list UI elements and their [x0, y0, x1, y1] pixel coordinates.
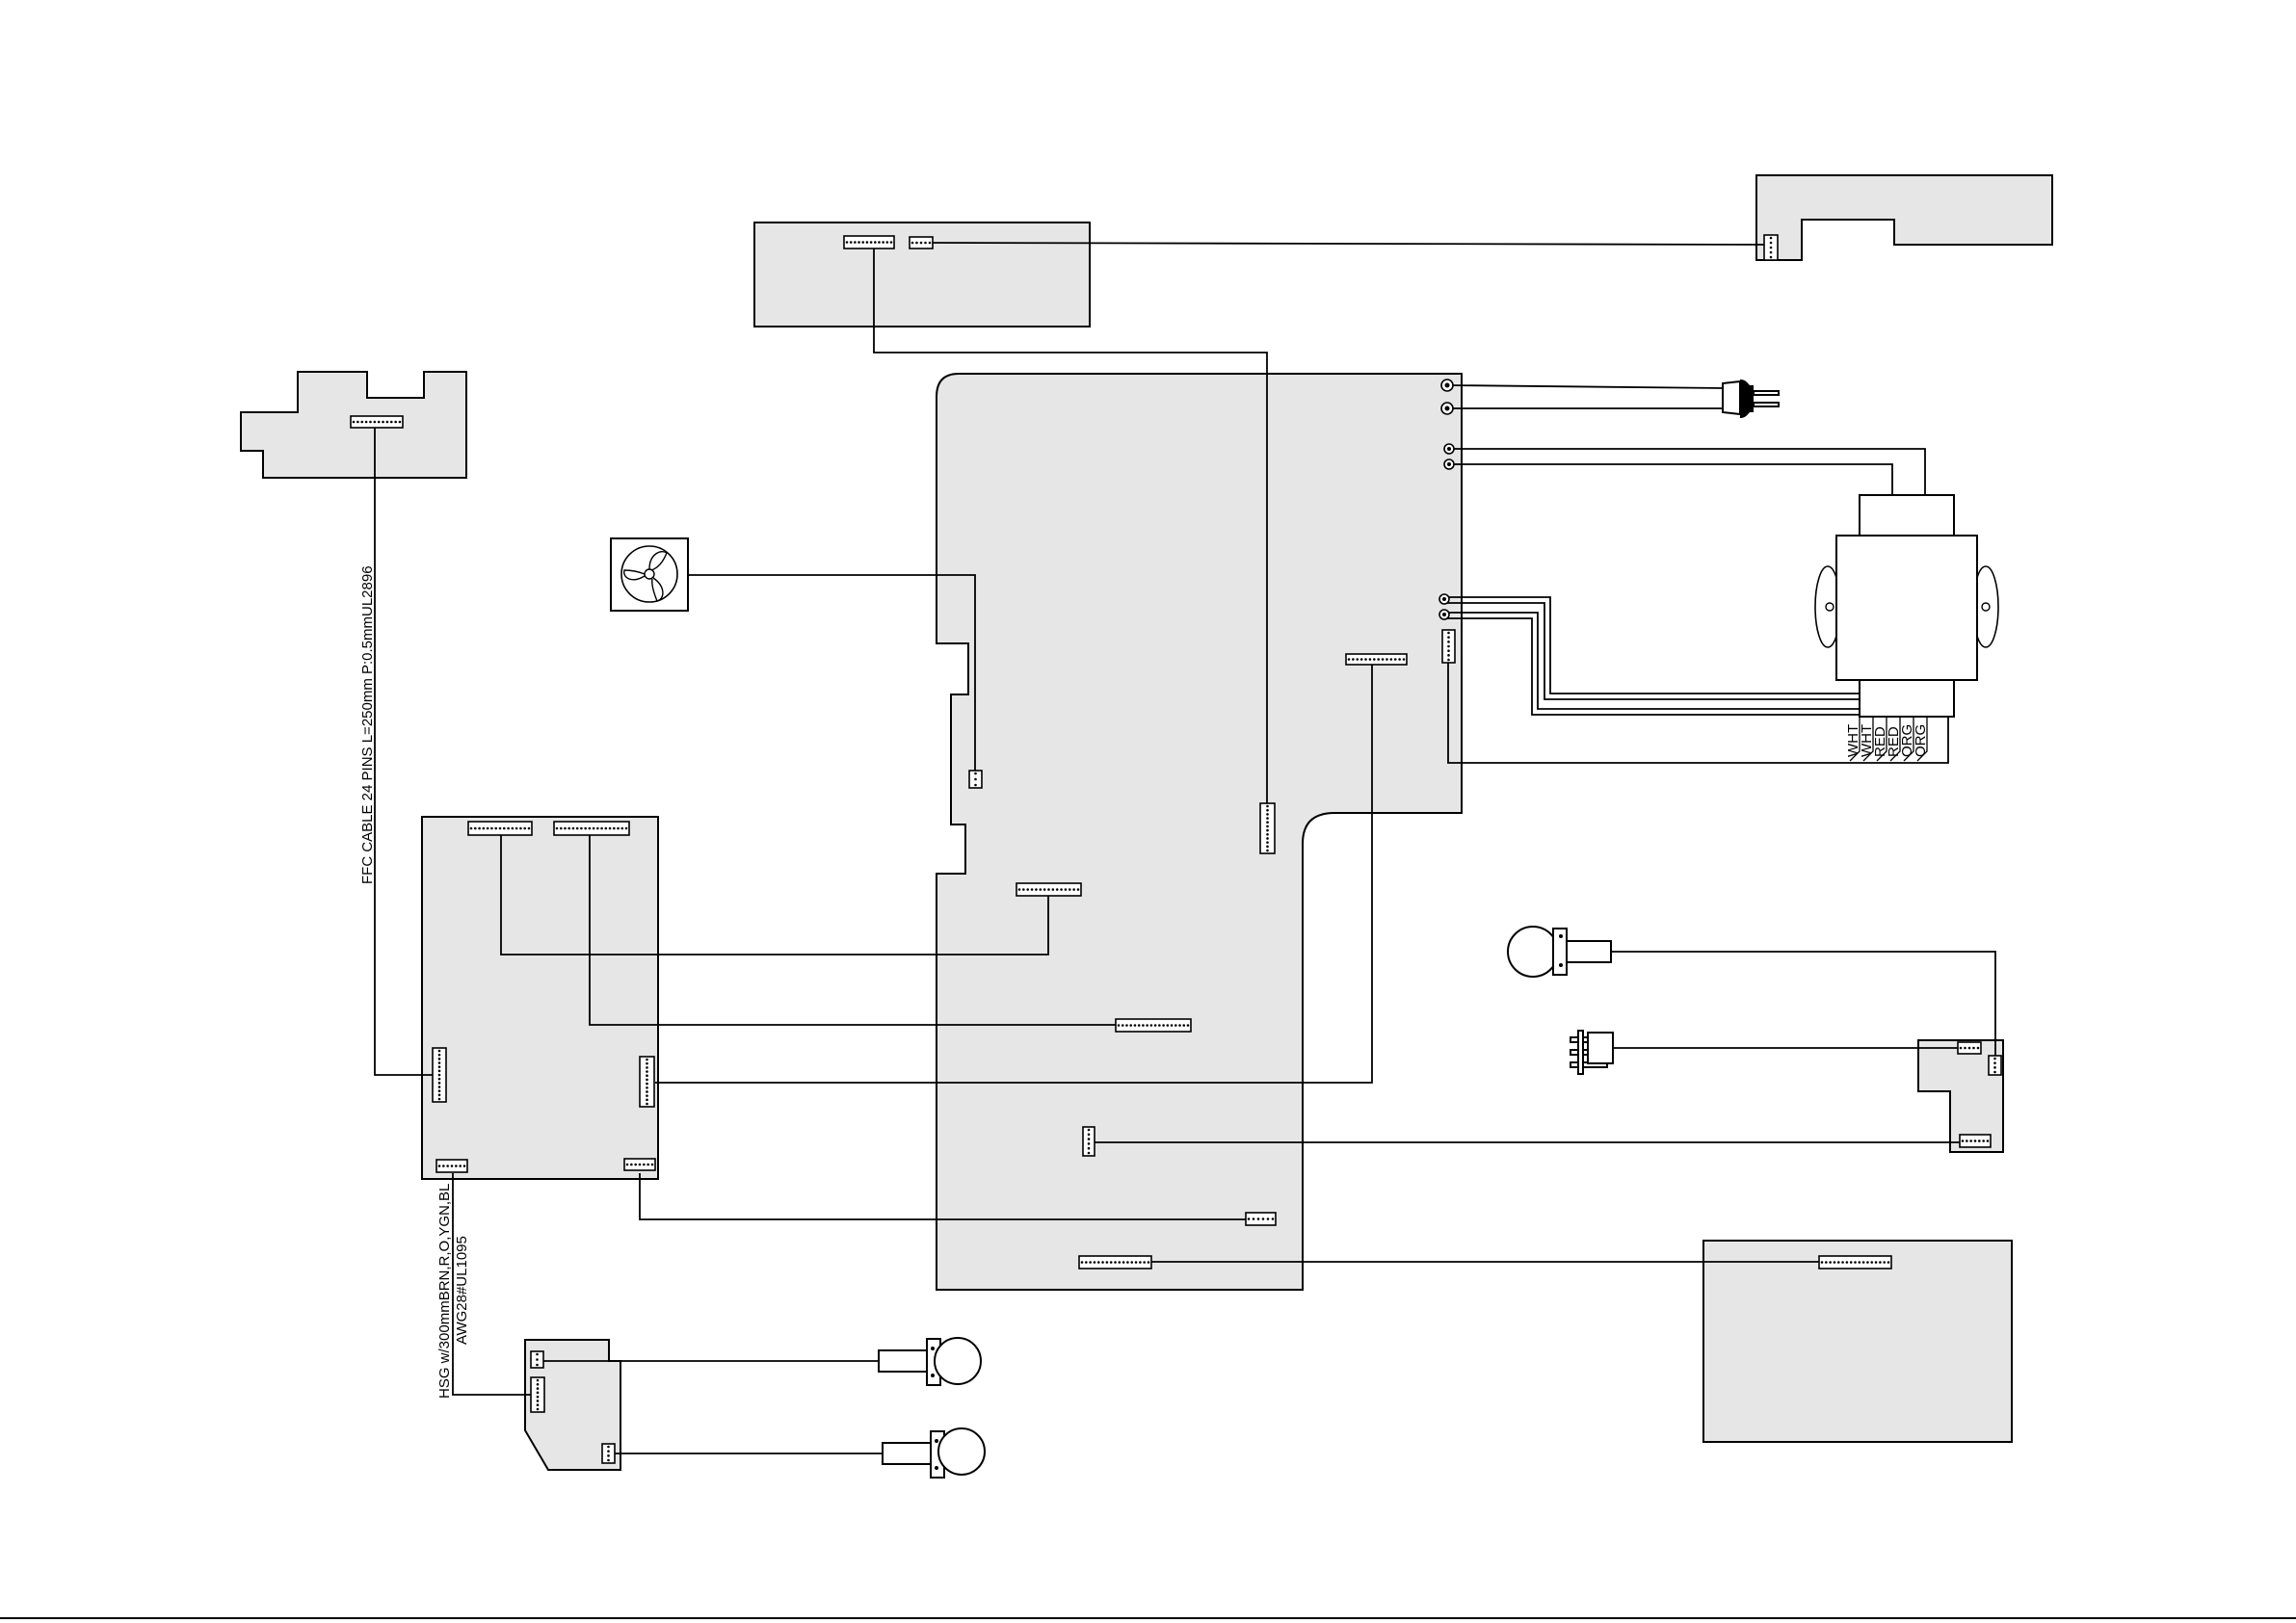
wire-trafo-2: [1450, 464, 1892, 495]
wire-color-label: ORG: [1913, 724, 1929, 757]
left-control-board: [422, 817, 658, 1179]
wire-trafo-4: [1446, 613, 1860, 709]
wire-trafo-3: [1446, 597, 1860, 694]
bottom-right-board: [1703, 1241, 2012, 1442]
hsg-label-line1: HSG w/300mmBRN,R,O,YGN,BL: [436, 1184, 453, 1399]
hsg-label-line2: AWG28#UL1095: [454, 1236, 470, 1345]
wire-trafo-1: [1450, 449, 1925, 495]
top-right-board: [1756, 175, 2052, 260]
wire-fan: [688, 575, 975, 776]
connector-main-5: [1083, 1127, 1095, 1156]
bottom-lamp-1-icon: [879, 1338, 981, 1385]
connector-main-3: [1346, 654, 1407, 665]
power-plug-icon: [1723, 380, 1779, 418]
fan-icon: [611, 538, 688, 611]
terminal-switch-icon: [1570, 1031, 1613, 1074]
connector-lamp-board-2: [531, 1377, 544, 1412]
lamp-bulb-icon: [1508, 927, 1611, 977]
wire-trafo-3b: [1446, 603, 1860, 699]
bottom-lamp-2-icon: [883, 1428, 985, 1478]
wire-power-1: [1449, 385, 1723, 388]
transformer-icon: [1815, 495, 1998, 761]
connector-main-6: [1246, 1213, 1276, 1225]
wire-trafo-4b: [1446, 618, 1860, 715]
main-board: [937, 374, 1462, 1290]
ffc-cable-label: FFC CABLE 24 PINS L=250mm P:0.5mmUL2896: [359, 565, 376, 884]
